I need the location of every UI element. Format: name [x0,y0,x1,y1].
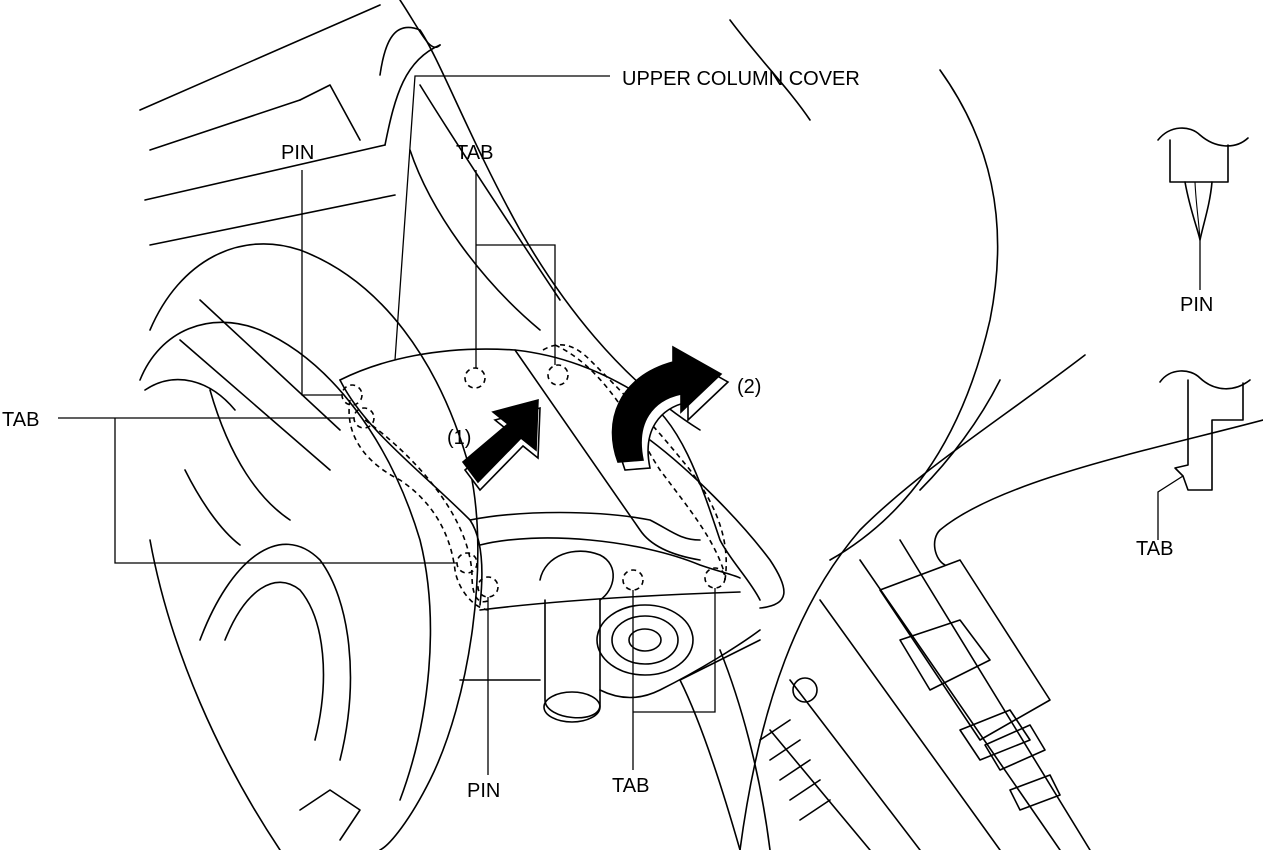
label-step-2: (2) [737,376,761,398]
clip-circle-tab-bottom-left [456,552,478,574]
clip-circle-pin-bottom [477,576,499,598]
label-pin-bottom: PIN [467,780,500,802]
pin-detail-view [1157,127,1249,290]
label-detail-tab: TAB [1136,538,1173,560]
label-tab-bottom: TAB [612,775,649,797]
label-pin-top-left: PIN [281,142,314,164]
clip-circle-tab-bottom-center [622,569,644,591]
lower-column-area [459,629,771,850]
steering-wheel [139,243,479,850]
center-console [739,354,1263,850]
label-upper-column-cover: UPPER COLUMN COVER [622,68,860,90]
ignition-switch [539,550,694,723]
label-detail-pin: PIN [1180,294,1213,316]
leader-lines [58,75,716,775]
clip-circle-tab-top [464,367,486,389]
label-tab-left: TAB [2,409,39,431]
push-arrow-icon [461,398,541,492]
curved-arrow-icon [611,345,730,471]
dashboard-outline [139,0,999,561]
clip-circle-tab-bottom-right [704,567,726,589]
tab-detail-view [1157,370,1251,540]
label-tab-top-center: TAB [456,142,493,164]
label-step-1: (1) [447,427,471,449]
upper-column-cover [339,348,785,611]
clip-circle-tab-top-right [547,364,569,386]
